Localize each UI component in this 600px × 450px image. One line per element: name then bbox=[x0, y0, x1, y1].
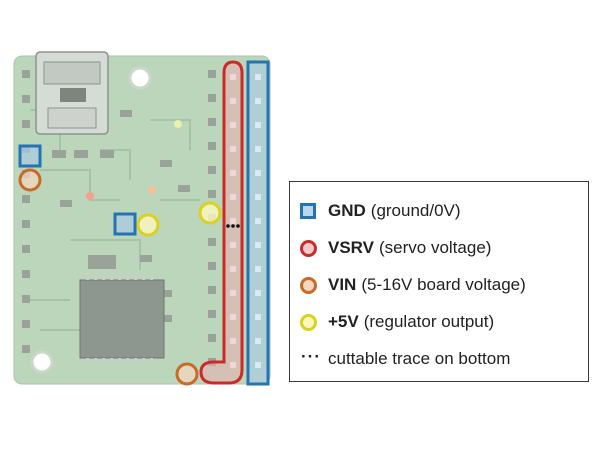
vsrv-pin bbox=[230, 242, 236, 248]
vsrv-pin bbox=[230, 122, 236, 128]
legend-item-vin: VIN (5-16V board voltage) bbox=[300, 270, 526, 300]
mounting-hole bbox=[128, 66, 152, 90]
legend-desc: (ground/0V) bbox=[370, 201, 461, 220]
legend-key: VSRV bbox=[328, 238, 374, 257]
vsrv-pin bbox=[230, 290, 236, 296]
vsrv-trace bbox=[199, 60, 244, 385]
vsrv-pin bbox=[230, 266, 236, 272]
vsrv-pin bbox=[230, 98, 236, 104]
vsrv-pin bbox=[230, 338, 236, 344]
header-pin bbox=[208, 334, 216, 342]
gnd-pin bbox=[255, 362, 261, 368]
vsrv-pin bbox=[230, 218, 236, 224]
vsrv-pin bbox=[230, 362, 236, 368]
header-pin bbox=[208, 166, 216, 174]
vin-marker bbox=[175, 362, 199, 386]
gnd-pin bbox=[255, 290, 261, 296]
header-pin bbox=[22, 320, 30, 328]
gnd-pin bbox=[255, 266, 261, 272]
cuttable-dots-icon: ··· bbox=[301, 346, 321, 366]
gnd-pin bbox=[255, 338, 261, 344]
vsrv-pin bbox=[230, 74, 236, 80]
gnd-pin bbox=[255, 74, 261, 80]
vin-marker bbox=[18, 168, 42, 192]
header-pin bbox=[208, 310, 216, 318]
header-pin bbox=[208, 142, 216, 150]
microcontroller-chip bbox=[79, 274, 165, 364]
5v-marker bbox=[136, 213, 160, 237]
legend-key: GND bbox=[328, 201, 366, 220]
header-pin bbox=[208, 238, 216, 246]
gnd-pin bbox=[255, 146, 261, 152]
mounting-hole bbox=[30, 350, 54, 374]
gnd-marker bbox=[18, 144, 42, 168]
vsrv-pin bbox=[230, 146, 236, 152]
vsrv-pin bbox=[230, 314, 236, 320]
legend-desc: cuttable trace on bottom bbox=[328, 349, 511, 368]
header-pin bbox=[208, 262, 216, 270]
header-pin bbox=[208, 190, 216, 198]
vsrv-pin bbox=[230, 170, 236, 176]
header-pin bbox=[208, 286, 216, 294]
legend-desc: (5-16V board voltage) bbox=[361, 275, 526, 294]
gnd-pin bbox=[255, 170, 261, 176]
gnd-marker bbox=[113, 212, 137, 236]
header-pin bbox=[208, 70, 216, 78]
5v-marker bbox=[198, 201, 222, 225]
cuttable-trace-marker bbox=[226, 224, 240, 228]
gnd-pin bbox=[255, 242, 261, 248]
header-pin bbox=[22, 95, 30, 103]
gnd-pin bbox=[255, 98, 261, 104]
status-led bbox=[86, 192, 94, 200]
legend-desc: (regulator output) bbox=[363, 312, 495, 331]
legend-key: +5V bbox=[328, 312, 359, 331]
trace-pin-dots bbox=[230, 74, 261, 368]
header-pin bbox=[22, 270, 30, 278]
header-pin bbox=[208, 118, 216, 126]
header-pin bbox=[22, 70, 30, 78]
legend-item-5v: +5V (regulator output) bbox=[300, 307, 494, 337]
header-pin bbox=[22, 220, 30, 228]
gnd-pin bbox=[255, 122, 261, 128]
status-led bbox=[174, 120, 182, 128]
legend-key: VIN bbox=[328, 275, 357, 294]
header-pin bbox=[22, 245, 30, 253]
legend-desc: (servo voltage) bbox=[379, 238, 492, 257]
smd-components bbox=[52, 110, 190, 322]
legend: GND (ground/0V) VSRV (servo voltage) VIN… bbox=[289, 181, 589, 382]
gnd-square-icon bbox=[300, 203, 316, 219]
header-pin bbox=[22, 295, 30, 303]
usb-connector bbox=[35, 51, 109, 135]
vsrv-pin bbox=[230, 194, 236, 200]
header-pin bbox=[208, 94, 216, 102]
legend-item-gnd: GND (ground/0V) bbox=[300, 196, 461, 226]
header-pin bbox=[22, 120, 30, 128]
gnd-pin bbox=[255, 218, 261, 224]
gnd-pin bbox=[255, 314, 261, 320]
header-pin bbox=[22, 345, 30, 353]
5v-circle-icon bbox=[300, 313, 317, 331]
status-led bbox=[148, 186, 156, 194]
header-pin bbox=[22, 195, 30, 203]
vsrv-circle-icon bbox=[300, 239, 317, 257]
vin-circle-icon bbox=[300, 276, 317, 294]
gnd-pin bbox=[255, 194, 261, 200]
legend-item-vsrv: VSRV (servo voltage) bbox=[300, 233, 491, 263]
legend-item-cuttable-trace: ··· cuttable trace on bottom bbox=[300, 344, 510, 374]
